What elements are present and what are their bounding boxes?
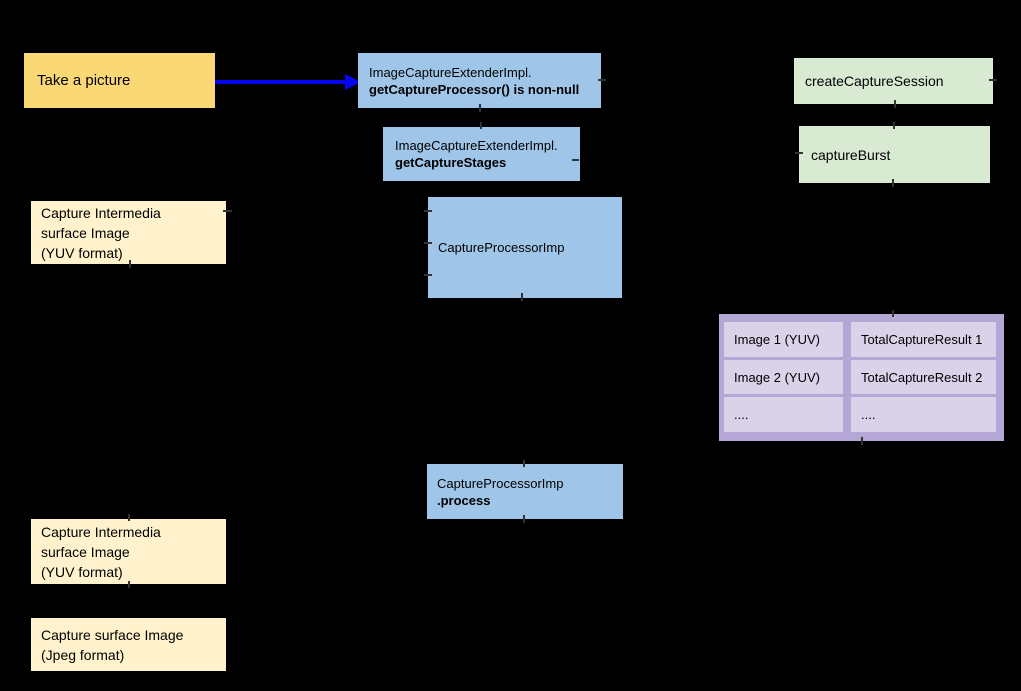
connector-tick <box>479 104 481 112</box>
create-capture-session-label: createCaptureSession <box>805 73 944 89</box>
connector-tick <box>523 460 525 467</box>
connector-tick <box>128 581 130 588</box>
get-capture-stages-node: ImageCaptureExtenderImpl. getCaptureStag… <box>383 127 580 181</box>
node-text-line-bold: getCaptureStages <box>395 155 507 170</box>
capture-burst-label: captureBurst <box>811 146 891 163</box>
connector-tick <box>861 437 863 445</box>
table-cell-text: TotalCaptureResult 1 <box>861 332 983 347</box>
table-cell-text: Image 1 (YUV) <box>734 332 820 347</box>
table-cell-text: .... <box>861 407 876 422</box>
connector-tick <box>223 210 232 212</box>
node-text-line-bold: getCaptureProcessor() is non-null <box>369 81 580 97</box>
node-text-line: (YUV format) <box>41 563 123 580</box>
table-cell-image-more: .... <box>724 397 843 432</box>
node-text-line: (YUV format) <box>41 244 123 261</box>
node-text-line: ImageCaptureExtenderImpl. <box>369 64 532 80</box>
node-text-line: Capture surface Image <box>41 626 184 643</box>
connector-tick <box>894 100 896 108</box>
node-text-line: CaptureProcessorImp <box>437 475 564 491</box>
capture-processor-label: CaptureProcessorImp <box>438 240 565 255</box>
capture-burst-node: captureBurst <box>799 126 990 183</box>
connector-tick <box>129 260 131 268</box>
connector-tick <box>521 293 523 301</box>
capture-results-table: Image 1 (YUV) TotalCaptureResult 1 Image… <box>719 314 1004 441</box>
node-text-line: Capture Intermedia <box>41 523 161 540</box>
connector-tick <box>480 122 482 129</box>
get-capture-processor-node: ImageCaptureExtenderImpl. getCaptureProc… <box>358 53 601 108</box>
node-text-line: surface Image <box>41 543 130 560</box>
connector-tick <box>893 122 895 129</box>
table-cell-image-1: Image 1 (YUV) <box>724 322 843 357</box>
connector-tick <box>523 515 525 523</box>
take-picture-node: Take a picture <box>24 53 215 108</box>
connector-tick <box>989 79 997 81</box>
node-text-line: ImageCaptureExtenderImpl. <box>395 138 558 153</box>
connector-tick <box>424 242 432 244</box>
capture-surface-jpeg-node: Capture surface Image (Jpeg format) <box>31 618 226 671</box>
table-cell-text: Image 2 (YUV) <box>734 369 820 385</box>
table-cell-result-2: TotalCaptureResult 2 <box>851 360 996 394</box>
table-cell-text: TotalCaptureResult 2 <box>861 369 983 385</box>
table-cell-result-more: .... <box>851 397 996 432</box>
flow-arrow-head-icon <box>345 74 361 90</box>
node-text-line: surface Image <box>41 224 130 241</box>
connector-tick <box>128 514 130 521</box>
connector-tick <box>892 310 894 317</box>
connector-tick <box>424 210 432 212</box>
connector-tick <box>424 274 432 276</box>
connector-tick <box>892 179 894 187</box>
intermedia-surface-top-node: Capture Intermedia surface Image (YUV fo… <box>31 201 226 264</box>
connector-tick <box>572 159 579 161</box>
take-picture-label: Take a picture <box>37 72 131 89</box>
connector-tick <box>598 79 606 81</box>
table-cell-image-2: Image 2 (YUV) <box>724 360 843 394</box>
capture-processor-process-node: CaptureProcessorImp .process <box>427 464 623 519</box>
node-text-line-bold: .process <box>437 492 491 508</box>
flow-arrow-shaft <box>215 80 347 84</box>
connector-tick <box>795 152 803 154</box>
node-text-line: Capture Intermedia <box>41 204 161 221</box>
table-cell-result-1: TotalCaptureResult 1 <box>851 322 996 357</box>
table-cell-text: .... <box>734 407 749 422</box>
capture-processor-node: CaptureProcessorImp <box>428 197 622 298</box>
node-text-line: (Jpeg format) <box>41 646 125 663</box>
intermedia-surface-bottom-node: Capture Intermedia surface Image (YUV fo… <box>31 519 226 584</box>
create-capture-session-node: createCaptureSession <box>794 58 993 104</box>
